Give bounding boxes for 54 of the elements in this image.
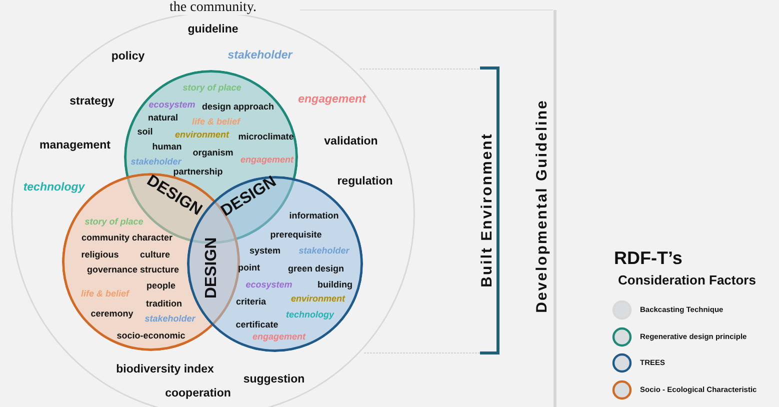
keyword-label: human: [152, 142, 182, 152]
keyword-label: story of place: [182, 84, 242, 92]
keyword-label: socio-economic: [116, 332, 186, 340]
keyword-label: natural: [148, 114, 178, 122]
keyword-label: ceremony: [90, 310, 134, 318]
keyword-label: information: [289, 212, 339, 220]
keyword-label: religious: [81, 250, 119, 260]
keyword-label: ecosystem: [148, 100, 196, 110]
keyword-label: system: [249, 246, 281, 256]
keyword-label: certificate: [236, 320, 278, 330]
keyword-label: engagement: [298, 94, 366, 106]
vertical-label: Developmental Guideline: [534, 99, 550, 313]
keyword-label: stakeholder: [228, 50, 292, 62]
keyword-label: culture: [140, 250, 170, 260]
overlap-label: DESIGN: [204, 237, 220, 299]
keyword-label: life & belief: [192, 118, 240, 126]
keyword-label: ecosystem: [246, 280, 292, 290]
keyword-label: story of place: [84, 218, 144, 226]
keyword-label: engagement: [252, 332, 306, 342]
keyword-label: tradition: [146, 300, 182, 308]
keyword-label: community character: [81, 234, 173, 242]
keyword-label: environment: [291, 294, 345, 304]
keyword-label: cooperation: [165, 388, 231, 400]
keyword-label: stakeholder: [144, 314, 196, 324]
keyword-label: stakeholder: [130, 158, 182, 166]
keyword-label: point: [238, 264, 260, 272]
keyword-label: engagement: [240, 156, 294, 164]
keyword-label: regulation: [337, 176, 393, 188]
keyword-label: prerequisite: [270, 230, 322, 240]
keyword-label: biodiversity index: [116, 364, 214, 376]
keyword-label: management: [40, 140, 110, 152]
keyword-label: technology: [286, 310, 334, 320]
vertical-label: Built Environment: [480, 132, 494, 288]
keyword-label: environment: [175, 130, 229, 140]
keyword-label: microclimate: [238, 132, 294, 142]
keyword-label: stakeholder: [298, 246, 350, 256]
legend-title: RDF-T’s: [614, 249, 682, 267]
legend-subtitle: Consideration Factors: [618, 274, 756, 286]
keyword-label: technology: [23, 182, 85, 194]
keyword-label: partnership: [173, 168, 223, 176]
keyword-label: life & belief: [81, 290, 129, 298]
keyword-label: people: [146, 282, 176, 290]
keyword-label: organism: [192, 148, 234, 158]
keyword-label: validation: [324, 136, 378, 148]
keyword-label: suggestion: [243, 374, 305, 386]
keyword-label: green design: [288, 264, 344, 274]
keyword-label: design approach: [202, 102, 274, 112]
keyword-label: building: [318, 280, 352, 290]
keyword-label: policy: [111, 51, 145, 63]
keyword-label: strategy: [70, 96, 114, 108]
keyword-label: governance structure: [86, 266, 180, 274]
keyword-label: soil: [137, 128, 153, 136]
keyword-label: criteria: [236, 298, 266, 306]
keyword-label: guideline: [188, 24, 238, 36]
